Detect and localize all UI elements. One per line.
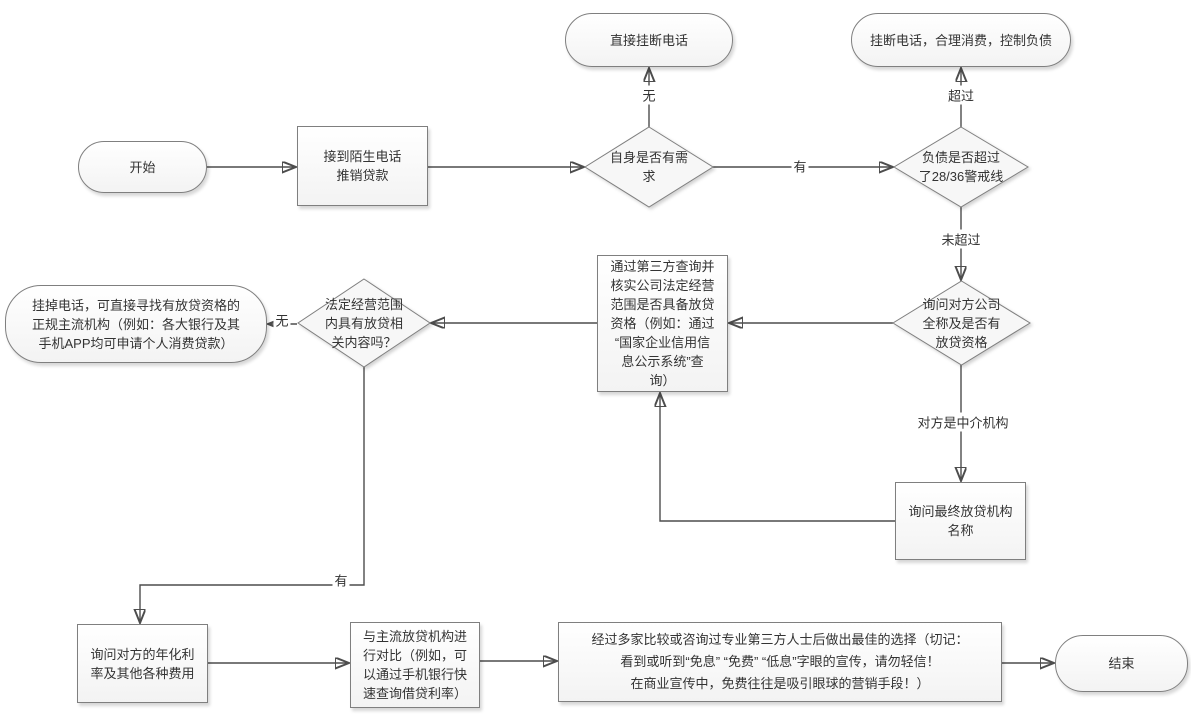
need-diamond: 自身是否有需 求 [585, 127, 713, 207]
edge-label-need-yes: 有 [791, 156, 809, 176]
hangup-control-label: 挂断电话，合理消费，控制负债 [869, 32, 1052, 48]
verify-box: 通过第三方查询并 核实公司法定经营 范围是否具备放贷 资格（例如：通过 “国家企… [597, 255, 728, 392]
compare-box: 与主流放贷机构进 行对比（例如，可 以通过手机银行快 速查询借贷利率） [350, 622, 480, 708]
edge-scope-to-ask-rate [140, 367, 365, 623]
choice-label: 经过多家比较或咨询过专业第三方人士后做出最佳的选择（切记： 看到或听到“免息” … [591, 632, 969, 691]
edge-label-scope-yes: 有 [332, 570, 350, 590]
end-node: 结束 [1055, 635, 1188, 692]
ask-final-box: 询问最终放贷机构 名称 [895, 482, 1026, 560]
start-node-label: 开始 [129, 159, 156, 175]
edge-label-scope-no: 无 [273, 310, 291, 330]
ask-company-diamond: 询问对方公司 全称及是否有 放贷资格 [893, 281, 1030, 365]
debt-diamond: 负债是否超过 了28/36警戒线 [894, 127, 1028, 207]
debt-diamond-label: 负债是否超过 了28/36警戒线 [918, 150, 1004, 184]
ask-final-label: 询问最终放贷机构 名称 [908, 504, 1013, 538]
ask-company-diamond-label: 询问对方公司 全称及是否有 放贷资格 [922, 296, 1001, 350]
scope-diamond: 法定经营范围 内具有放贷相 关内容吗？ [298, 279, 430, 367]
hangup-direct-node: 直接挂断电话 [565, 13, 733, 67]
end-node-label: 结束 [1108, 656, 1135, 671]
receive-call-box: 接到陌生电话 推销贷款 [297, 126, 428, 206]
hangup-control-node: 挂断电话，合理消费，控制负债 [851, 13, 1071, 67]
diamond-shape [894, 127, 1028, 207]
need-diamond-label: 自身是否有需 求 [609, 150, 688, 184]
choice-box: 经过多家比较或咨询过专业第三方人士后做出最佳的选择（切记： 看到或听到“免息” … [558, 622, 1002, 702]
hangup-direct-label: 直接挂断电话 [609, 32, 688, 48]
edge-ask-final-to-verify [660, 393, 895, 522]
edge-label-debt-not-exceeded: 未超过 [939, 229, 983, 249]
edge-label-company-intermediary: 对方是中介机构 [915, 412, 1011, 432]
ask-rate-box: 询问对方的年化利 率及其他各种费用 [77, 624, 208, 703]
verify-box-label: 通过第三方查询并 核实公司法定经营 范围是否具备放贷 资格（例如：通过 “国家企… [610, 259, 715, 388]
edge-label-need-no: 无 [640, 85, 658, 105]
diamond-shape [298, 279, 430, 367]
receive-call-label: 接到陌生电话 推销贷款 [323, 149, 402, 183]
hangup-find-label: 挂掉电话，可直接寻找有放贷资格的 正规主流机构（例如：各大银行及其 手机APP均… [31, 297, 240, 351]
diamond-shape [585, 127, 713, 207]
hangup-find-node: 挂掉电话，可直接寻找有放贷资格的 正规主流机构（例如：各大银行及其 手机APP均… [5, 285, 267, 363]
ask-rate-label: 询问对方的年化利 率及其他各种费用 [90, 646, 195, 681]
compare-label: 与主流放贷机构进 行对比（例如，可 以通过手机银行快 速查询借贷利率） [362, 629, 467, 701]
edge-label-debt-exceeded: 超过 [945, 85, 977, 105]
diamond-shape [893, 281, 1030, 365]
scope-diamond-label: 法定经营范围 内具有放贷相 关内容吗？ [324, 296, 403, 350]
start-node: 开始 [78, 141, 207, 193]
